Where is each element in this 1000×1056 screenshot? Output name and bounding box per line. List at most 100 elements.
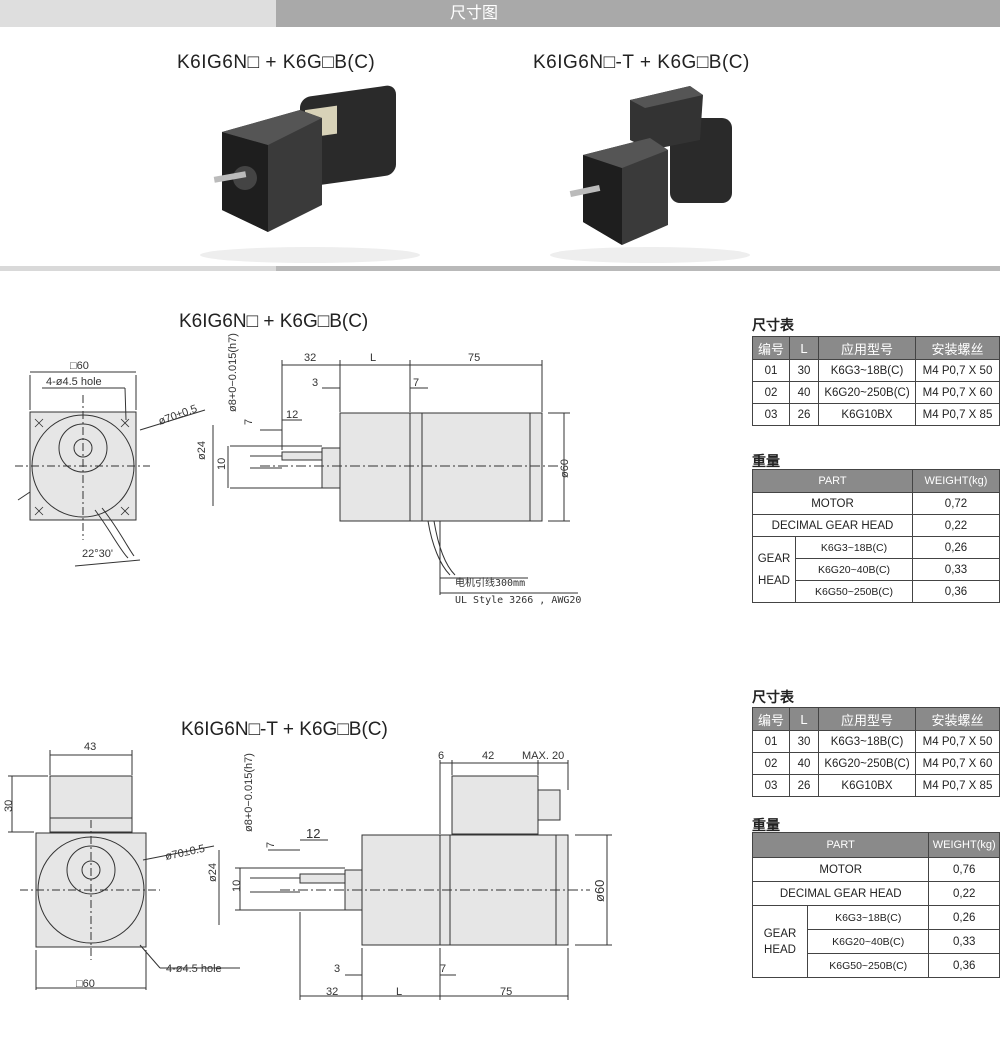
weight-table2: PART WEIGHT(kg) MOTOR 0,76 DECIMAL GEAR … <box>751 832 1000 978</box>
cell: M4 P0,7 X 85 <box>915 774 1000 797</box>
header-title: 尺寸图 <box>276 0 1000 27</box>
table-row: DECIMAL GEAR HEAD 0,22 <box>751 881 1000 906</box>
cell: M4 P0,7 X 50 <box>915 359 1000 382</box>
head-label: HEAD <box>758 574 790 587</box>
cell: 0,72 <box>911 492 1000 515</box>
cell: 0,26 <box>928 905 1000 930</box>
dim-sq60: □60 <box>70 360 89 372</box>
col-header: 安装螺丝 <box>915 707 1000 731</box>
col-header: 应用型号 <box>818 336 916 360</box>
dim-phi70-2: ø70±0.5 <box>164 843 206 863</box>
cell: M4 P0,7 X 60 <box>915 381 1000 404</box>
col-header: 安装螺丝 <box>915 336 1000 360</box>
dim-sq60-2: □60 <box>76 978 95 990</box>
dim-shaft: ø8+0−0.015(h7) <box>227 333 239 412</box>
section-divider-dark <box>276 266 1000 271</box>
cell: 0,26 <box>911 536 1000 559</box>
lead-spec-label: UL Style 3266 , AWG20 <box>455 595 581 606</box>
cell: 30 <box>789 359 819 382</box>
gear-label: GEAR <box>757 552 791 565</box>
table-row: MOTOR 0,76 <box>751 857 1000 882</box>
dim-30: 30 <box>3 800 15 812</box>
cell: 02 <box>752 381 790 404</box>
dim-7b-2: 7 <box>440 963 446 975</box>
dim-7-2: 7 <box>265 842 277 848</box>
product-title-1: K6IG6N□ + K6G□B(C) <box>177 52 376 73</box>
cell: 0,36 <box>928 953 1000 978</box>
cell: K6G10BX <box>818 774 916 797</box>
cell: 0,33 <box>911 558 1000 581</box>
dim-shaft-2: ø8+0−0.015(h7) <box>243 753 255 832</box>
head-label: HEAD <box>764 943 796 956</box>
cell: K6G20~250B(C) <box>818 752 916 775</box>
dim-12-2: 12 <box>306 826 320 841</box>
col-header: PART <box>751 832 930 858</box>
cell: K6G20~40B(C) <box>795 558 913 581</box>
dim-L: L <box>370 352 376 364</box>
gear-head-cell: GEAR HEAD <box>752 536 796 603</box>
cell: K6G3~18B(C) <box>806 905 930 930</box>
dim-max20: MAX. 20 <box>522 750 564 762</box>
cell: DECIMAL GEAR HEAD <box>752 514 913 537</box>
dim-75: 75 <box>468 352 480 364</box>
dim-angle: 22°30' <box>82 548 113 560</box>
dim-43: 43 <box>84 741 96 753</box>
cell: 0,36 <box>911 580 1000 603</box>
cell: M4 P0,7 X 50 <box>915 730 1000 753</box>
cell: 01 <box>752 359 790 382</box>
product-title-2: K6IG6N□-T + K6G□B(C) <box>533 52 750 73</box>
cell: 03 <box>752 403 790 426</box>
cell: 02 <box>752 752 790 775</box>
dim-phi24: ø24 <box>196 441 208 460</box>
cell: 0,33 <box>928 929 1000 954</box>
table-row: GEAR HEAD K6G3~18B(C) 0,26 <box>752 905 1000 978</box>
cell: 40 <box>789 752 819 775</box>
dim-6: 6 <box>438 750 444 762</box>
dim-3: 3 <box>312 377 318 389</box>
dim-hole-2: 4-ø4.5 hole <box>166 963 222 975</box>
dim-phi60: ø60 <box>559 459 571 478</box>
col-header: WEIGHT(kg) <box>928 832 1000 858</box>
cell: 03 <box>752 774 790 797</box>
table-row: MOTOR 0,72 <box>752 492 1000 515</box>
dim-table2-label: 尺寸表 <box>752 689 794 705</box>
col-header: 编号 <box>752 336 790 360</box>
weight-table1-label: 重量 <box>752 453 780 469</box>
cell: K6G20~250B(C) <box>818 381 916 404</box>
drawing1-title: K6IG6N□ + K6G□B(C) <box>179 311 369 332</box>
dim-phi60-2: ø60 <box>592 880 607 902</box>
dim-10: 10 <box>216 458 228 470</box>
table-row: K6G50~250B(C) 0,36 <box>753 580 1000 603</box>
table-row: DECIMAL GEAR HEAD 0,22 <box>752 514 1000 537</box>
cell: MOTOR <box>751 857 930 882</box>
dim-32-2: 32 <box>326 986 338 998</box>
dim-32: 32 <box>304 352 316 364</box>
cell: 01 <box>752 730 790 753</box>
cell: K6G3~18B(C) <box>818 359 916 382</box>
dim-L-2: L <box>396 986 402 998</box>
dim-7b: 7 <box>413 377 419 389</box>
cell: DECIMAL GEAR HEAD <box>751 881 930 906</box>
cell: M4 P0,7 X 85 <box>915 403 1000 426</box>
cell: 0,22 <box>928 881 1000 906</box>
weight-table2-label: 重量 <box>752 817 780 833</box>
col-header: WEIGHT(kg) <box>911 469 1000 493</box>
dim-42: 42 <box>482 750 494 762</box>
col-header: 编号 <box>752 707 790 731</box>
col-header: L <box>789 336 819 360</box>
cell: 0,22 <box>911 514 1000 537</box>
cell: K6G20~40B(C) <box>806 929 930 954</box>
cell: MOTOR <box>752 492 913 515</box>
header-bar-left <box>0 0 276 27</box>
gear-label: GEAR <box>763 927 797 940</box>
cell: K6G3~18B(C) <box>795 536 913 559</box>
drawing2-title: K6IG6N□-T + K6G□B(C) <box>181 719 388 740</box>
dim-hole: 4-ø4.5 hole <box>46 376 102 388</box>
